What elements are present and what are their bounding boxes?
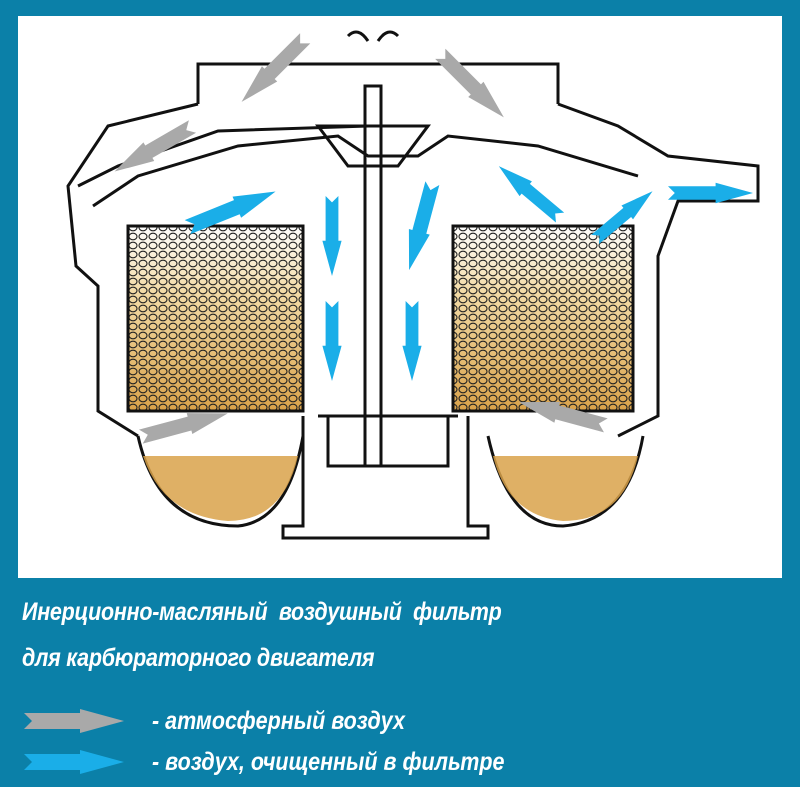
gray-arrow-icon <box>24 709 124 733</box>
blue-arrow-icon <box>24 750 124 774</box>
oil-bath-left <box>143 456 298 521</box>
oil-bath-right <box>493 456 638 521</box>
diagram-panel <box>18 16 782 578</box>
filter-element-left <box>126 224 305 413</box>
legend-item-clean-air: - воздух, очищенный в фильтре <box>18 747 562 777</box>
caption-title-line-1: Инерционно-масляный воздушный фильтр <box>22 598 502 626</box>
center-rod <box>315 30 431 468</box>
legend-item-atmospheric-air: - атмосферный воздух <box>18 706 446 736</box>
air-filter-diagram <box>66 30 760 540</box>
legend-label: - воздух, очищенный в фильтре <box>152 747 505 776</box>
legend-label: - атмосферный воздух <box>152 706 405 735</box>
caption-title-line-2: для карбюраторного двигателя <box>22 644 375 672</box>
filter-element-right <box>451 224 635 413</box>
